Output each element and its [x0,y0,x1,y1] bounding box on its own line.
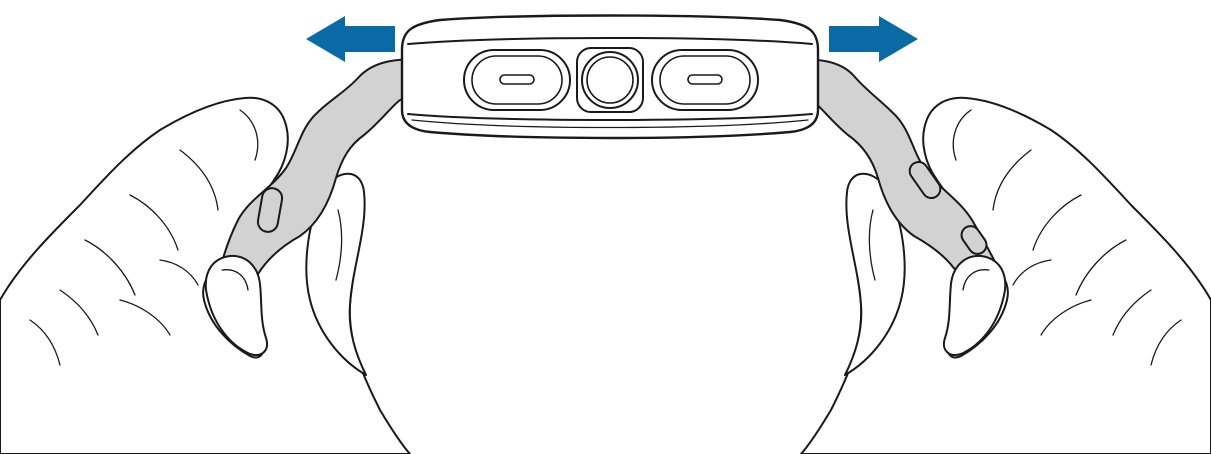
back-button [464,50,570,110]
right-hand [801,98,1211,454]
center-sensor [577,48,643,112]
arrow-right-icon [829,16,918,62]
home-button [652,50,758,110]
arrow-left-icon [306,16,395,62]
watch-body [402,16,818,139]
